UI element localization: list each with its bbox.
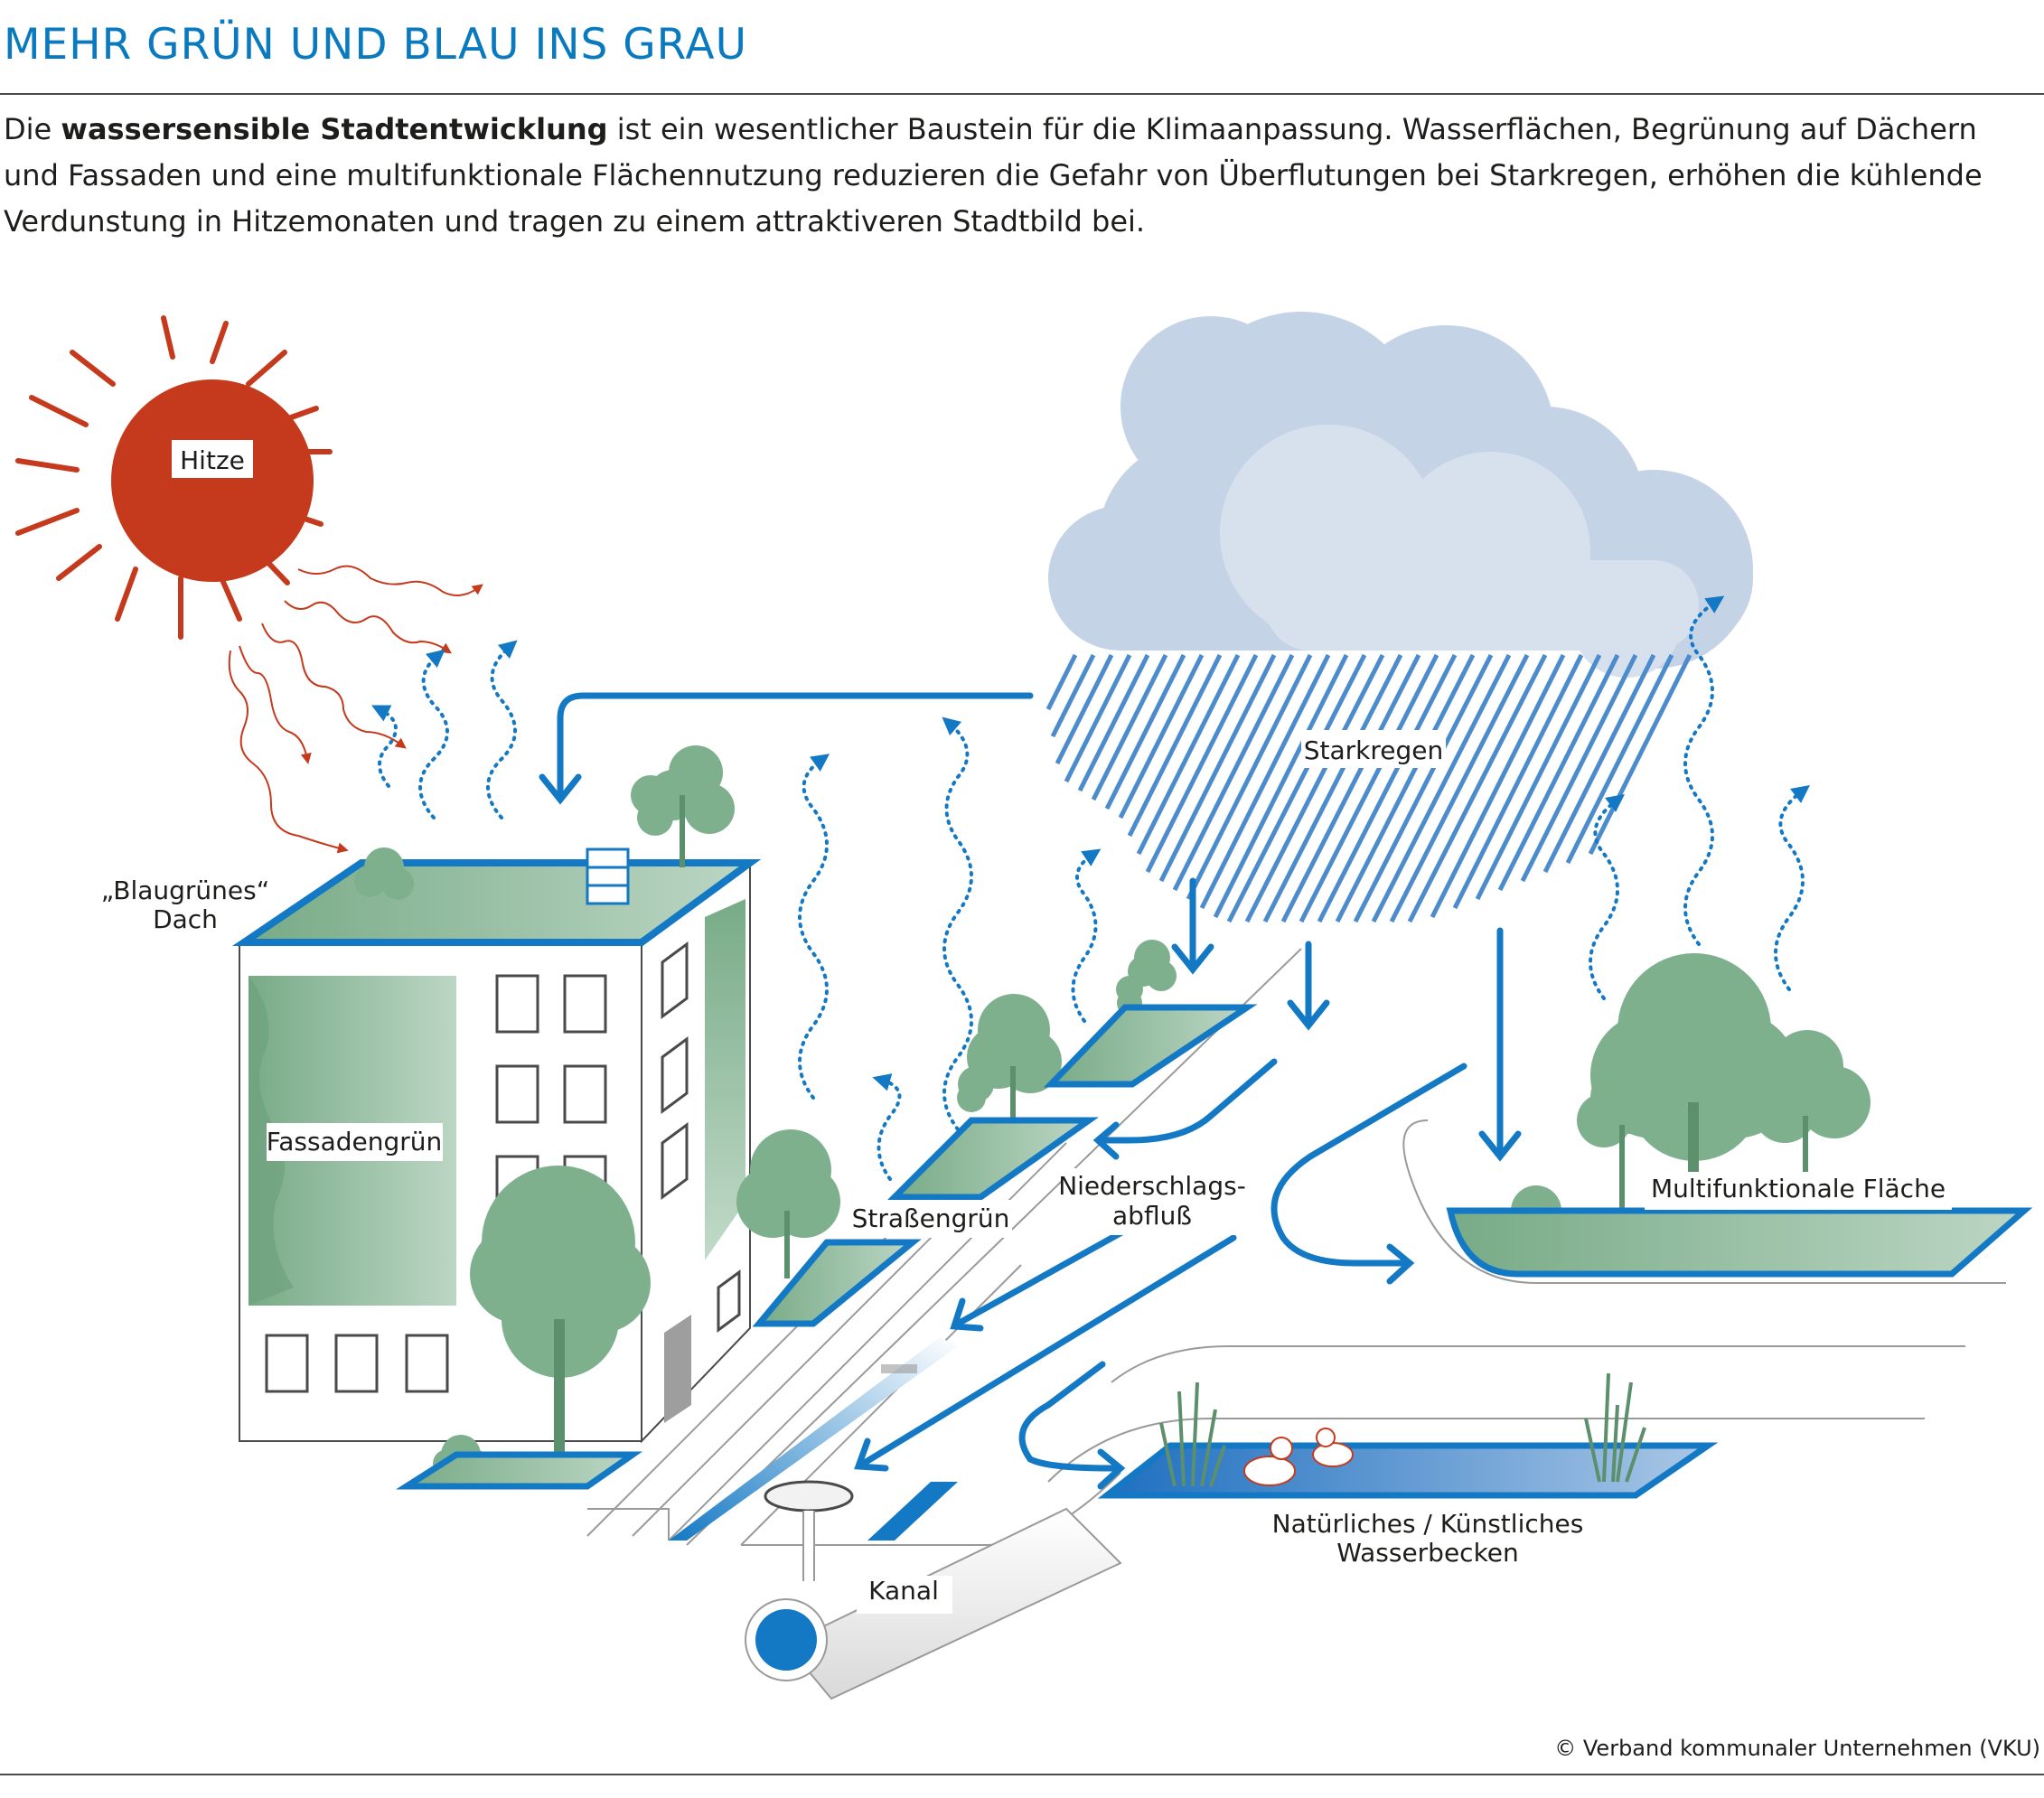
strassengruen-label: Straßengrün <box>849 1200 1012 1238</box>
intro-line-2: und Fassaden und eine multifunktionale F… <box>4 158 1983 192</box>
svg-text:Starkregen: Starkregen <box>1304 735 1444 765</box>
water-basin <box>1097 1372 1719 1499</box>
intro-line-1-end: ist ein wesentlicher Baustein für die Kl… <box>607 112 1977 146</box>
intro-line-3: Verdunstung in Hitzemonaten und tragen z… <box>4 204 1146 239</box>
svg-text:Hitze: Hitze <box>180 445 245 475</box>
svg-text:„Blaugrünes“: „Blaugrünes“ <box>101 876 270 905</box>
street-green-beds <box>395 1004 1258 1490</box>
copyright-credit: © Verband kommunaler Unternehmen (VKU) <box>1554 1736 2040 1761</box>
cloud-icon <box>1048 312 1753 678</box>
abfluss-label: Niederschlags- abfluß <box>1058 1168 1246 1235</box>
fassade-label: Fassadengrün <box>267 1123 443 1161</box>
duck-icon <box>1243 1428 1354 1486</box>
roof-label: „Blaugrünes“ Dach <box>101 876 270 934</box>
svg-text:abfluß: abfluß <box>1112 1201 1192 1231</box>
manhole-icon <box>764 1480 854 1512</box>
rain-lines <box>1045 653 1692 923</box>
canal-pipe <box>745 1507 1122 1700</box>
intro-line-1: Die wassersensible Stadtentwicklung ist … <box>4 107 2028 153</box>
intro-bold-term: wassersensible Stadtentwicklung <box>61 112 608 146</box>
intro-paragraph: Die wassersensible Stadtentwicklung ist … <box>4 107 2028 245</box>
multi-label: Multifunktionale Fläche <box>1645 1172 1952 1210</box>
water-flow-arrows <box>539 692 1522 1490</box>
heat-ray-arrows <box>228 565 483 854</box>
kanal-label: Kanal <box>857 1576 952 1614</box>
becken-label: Natürliches / Künstliches Wasserbecken <box>1272 1509 1584 1568</box>
gutter <box>669 1337 958 1540</box>
intro-line-1-start: Die <box>4 112 61 146</box>
multifunctional-area <box>1446 1207 2033 1278</box>
svg-text:Natürliches / Künstliches: Natürliches / Künstliches <box>1272 1509 1584 1539</box>
svg-text:Multifunktionale Fläche: Multifunktionale Fläche <box>1651 1174 1946 1203</box>
starkregen-label: Starkregen <box>1301 730 1446 768</box>
bottom-divider <box>0 1774 2044 1775</box>
page-title: MEHR GRÜN UND BLAU INS GRAU <box>4 20 747 70</box>
sun-icon <box>15 315 333 640</box>
hitze-label: Hitze <box>172 440 253 478</box>
top-divider <box>0 93 2044 95</box>
evaporation-arrows <box>371 595 1810 1181</box>
svg-text:Straßengrün: Straßengrün <box>852 1203 1010 1233</box>
svg-text:Niederschlags-: Niederschlags- <box>1058 1171 1246 1201</box>
svg-text:Dach: Dach <box>153 904 218 934</box>
svg-text:Kanal: Kanal <box>868 1576 939 1606</box>
svg-text:Wasserbecken: Wasserbecken <box>1336 1538 1519 1568</box>
svg-text:Fassadengrün: Fassadengrün <box>267 1127 443 1157</box>
